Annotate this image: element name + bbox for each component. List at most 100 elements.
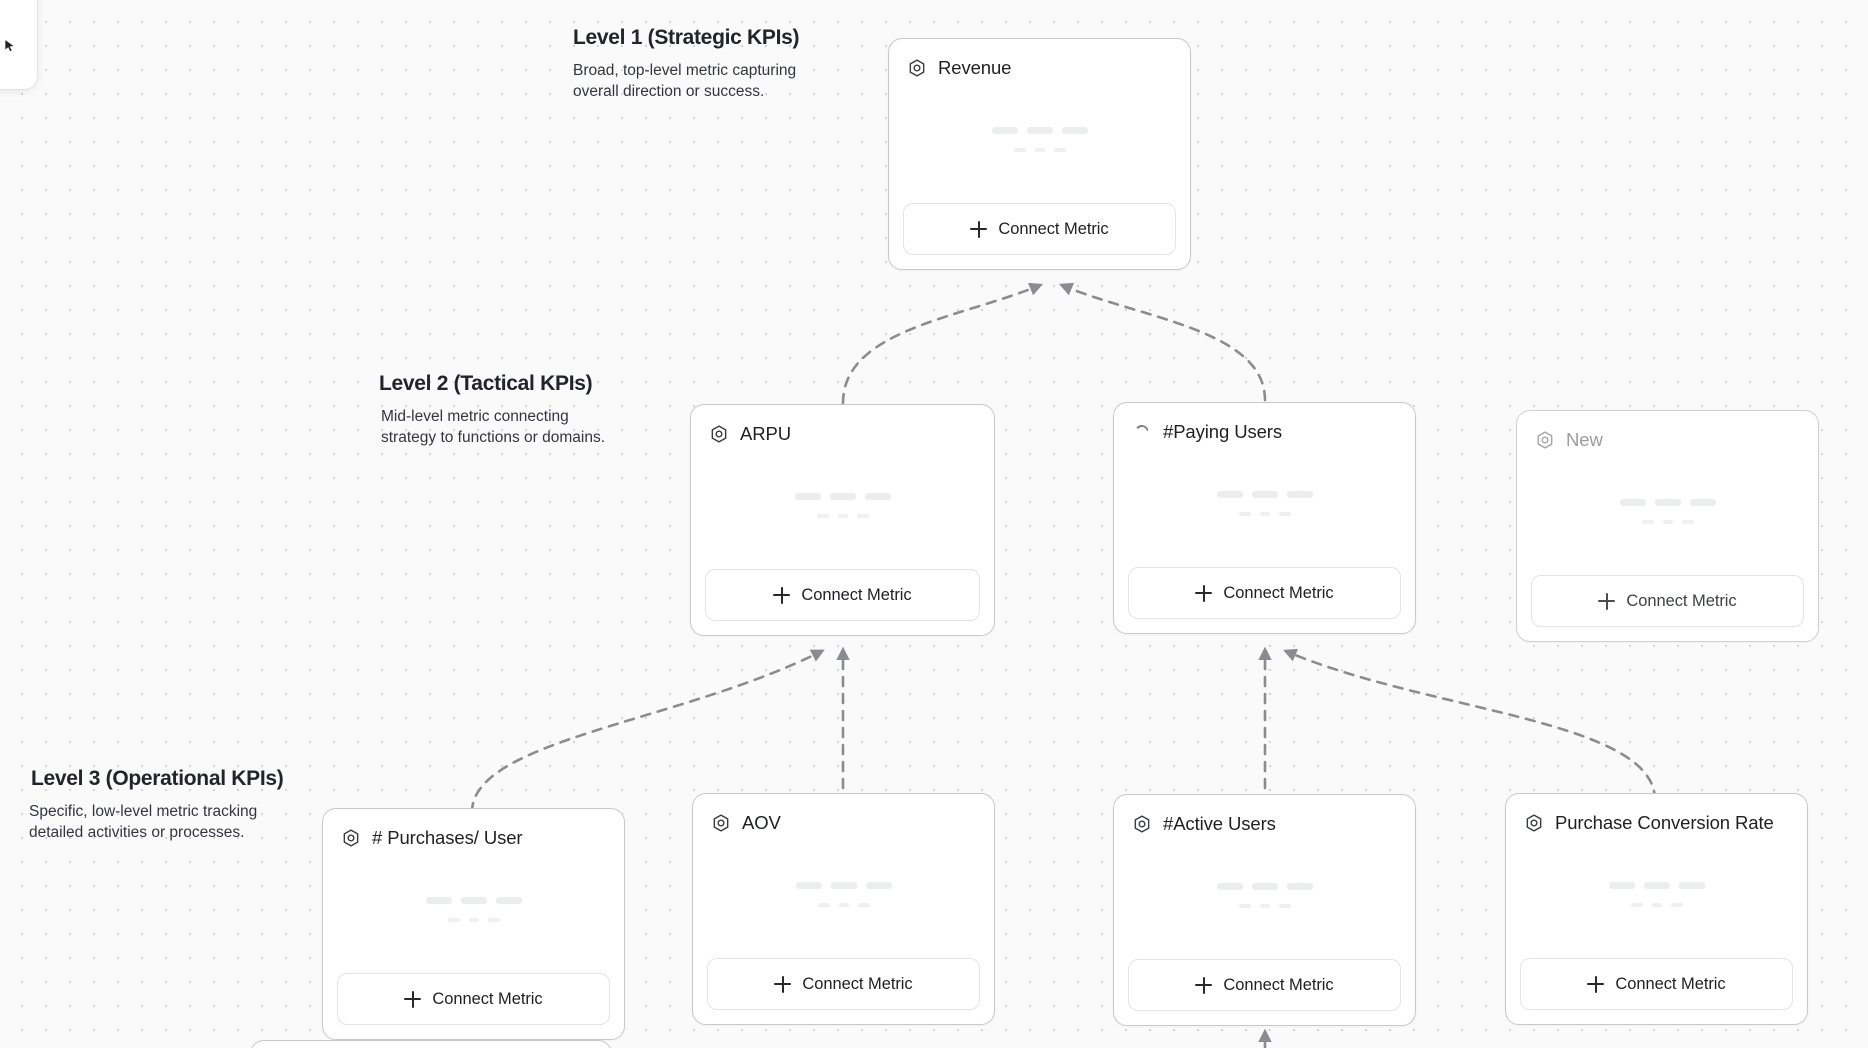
metric-card-aov[interactable]: AOV Connect Metric [692,793,995,1025]
plus-icon [404,990,422,1008]
skeleton-bar [1251,490,1278,498]
skeleton-row-secondary [1013,147,1066,152]
metric-card-revenue[interactable]: Revenue Connect Metric [888,38,1191,270]
metric-card-new-placeholder[interactable]: New Connect Metric [1516,410,1819,642]
skeleton-bar [1630,902,1643,907]
skeleton-bar [1053,147,1066,152]
skeleton-bar [1619,498,1646,506]
skeleton-row-secondary [1238,903,1291,908]
metric-card-offscreen-partial[interactable] [250,1040,612,1048]
spinner-icon [1132,422,1152,442]
connect-metric-label: Connect Metric [1223,975,1334,994]
skeleton-row-primary [1216,490,1313,498]
skeleton-bar [487,917,500,922]
connect-metric-button[interactable]: Connect Metric [1520,958,1793,1010]
skeleton-row-secondary [1630,902,1683,907]
card-title: #Active Users [1163,813,1276,834]
plus-icon [1598,592,1616,610]
connect-metric-button[interactable]: Connect Metric [1531,575,1804,627]
card-title: #Paying Users [1163,421,1283,442]
card-header: #Paying Users [1128,417,1401,445]
connect-metric-button[interactable]: Connect Metric [705,569,980,621]
skeleton-bar [838,902,849,907]
skeleton-row-primary [1216,882,1313,890]
level-1-title: Level 1 (Strategic KPIs) [573,26,800,49]
card-skeleton-body [1520,836,1793,958]
cursor-icon [3,39,17,53]
level-3-desc-line-2: detailed activities or processes. [29,824,245,842]
skeleton-bar [1026,126,1053,134]
skeleton-bar [991,126,1018,134]
skeleton-bar [1278,511,1291,516]
card-skeleton-body [1128,445,1401,567]
metric-card-paying-users[interactable]: #Paying Users Connect Metric [1113,402,1416,634]
skeleton-row-primary [1608,881,1705,889]
skeleton-bar [1061,126,1088,134]
skeleton-bar [837,513,848,518]
level-1-label-group: Level 1 (Strategic KPIs) Broad, top-leve… [573,26,823,103]
skeleton-bar [1651,902,1662,907]
floating-toolbar-panel[interactable] [0,0,38,90]
hexagon-icon [341,828,361,848]
skeleton-bar [1678,881,1705,889]
skeleton-bar [1216,882,1243,890]
skeleton-bar [830,881,857,889]
skeleton-bar [1608,881,1635,889]
skeleton-bar [864,492,891,500]
connect-metric-label: Connect Metric [802,974,913,993]
card-header: ARPU [705,419,980,447]
skeleton-bar [1251,882,1278,890]
skeleton-row-primary [794,492,891,500]
metric-card-purchase-conversion-rate[interactable]: Purchase Conversion Rate Connect Metric [1505,793,1808,1025]
card-header: # Purchases/ User [337,823,610,851]
hexagon-icon [907,58,927,78]
level-3-title: Level 3 (Operational KPIs) [31,767,284,790]
plus-icon [773,586,791,604]
connect-metric-button[interactable]: Connect Metric [707,958,980,1010]
hexagon-icon [1524,813,1544,833]
hexagon-icon [1535,430,1555,450]
metric-card-arpu[interactable]: ARPU Connect Metric [690,404,995,636]
skeleton-row-primary [425,896,522,904]
connect-metric-label: Connect Metric [432,989,543,1008]
connect-metric-button[interactable]: Connect Metric [903,203,1176,255]
card-skeleton-body [707,836,980,958]
skeleton-row-secondary [816,513,869,518]
skeleton-bar [856,513,869,518]
connect-metric-button[interactable]: Connect Metric [1128,959,1401,1011]
skeleton-bar [1681,519,1694,524]
plus-icon [1195,976,1213,994]
card-skeleton-body [705,447,980,569]
metric-card-active-users[interactable]: #Active Users Connect Metric [1113,794,1416,1026]
metric-card-purchases-per-user[interactable]: # Purchases/ User Connect Metric [322,808,625,1040]
level-2-description: Mid-level metric connecting strategy to … [381,406,639,449]
level-3-desc-line-1: Specific, low-level metric tracking [29,803,258,820]
skeleton-bar [460,896,487,904]
level-3-label-group: Level 3 (Operational KPIs) Specific, low… [29,767,301,844]
level-1-description: Broad, top-level metric capturing overal… [573,60,823,103]
card-title: New [1566,429,1603,450]
skeleton-bar [1286,882,1313,890]
card-title: ARPU [740,423,791,444]
connect-metric-label: Connect Metric [998,219,1109,238]
connect-metric-button[interactable]: Connect Metric [1128,567,1401,619]
card-header: Revenue [903,53,1176,81]
skeleton-row-secondary [447,917,500,922]
level-2-desc-line-2: strategy to functions or domains. [381,429,606,447]
plus-icon [1587,975,1605,993]
skeleton-bar [1286,490,1313,498]
skeleton-bar [795,881,822,889]
plus-icon [774,975,792,993]
card-skeleton-body [337,851,610,973]
skeleton-bar [1670,902,1683,907]
skeleton-bar [1216,490,1243,498]
skeleton-bar [1662,519,1673,524]
card-skeleton-body [1128,837,1401,959]
connect-metric-button[interactable]: Connect Metric [337,973,610,1025]
card-title: AOV [742,812,781,833]
hexagon-icon [709,424,729,444]
card-header: New [1531,425,1804,453]
skeleton-bar [794,492,821,500]
skeleton-bar [865,881,892,889]
